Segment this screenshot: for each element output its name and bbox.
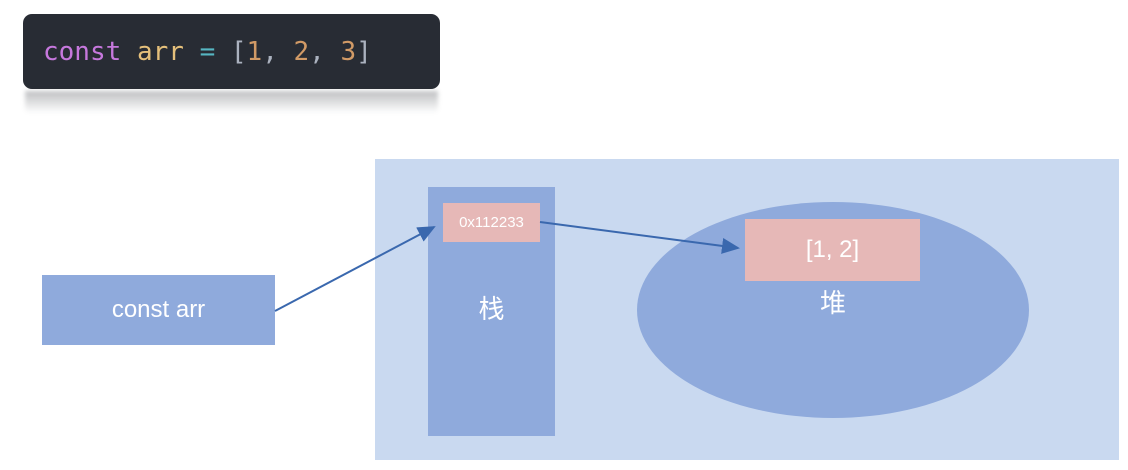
code-token-keyword: const	[43, 36, 122, 67]
heap-label: 堆	[819, 288, 846, 318]
code-snippet-box: const arr = [1, 2, 3]	[23, 14, 440, 89]
code-token-variable: arr	[136, 36, 184, 67]
code-token-operator: =	[199, 36, 216, 67]
code-token-number: 3	[340, 36, 357, 67]
code-box-reflection	[25, 91, 438, 117]
variable-box-label: const arr	[111, 296, 206, 323]
heap-value-label: [1, 2]	[805, 236, 860, 263]
stack-address-box: 0x112233	[443, 203, 540, 242]
code-line: const arr = [1, 2, 3]	[43, 39, 372, 65]
code-token-comma: ,	[309, 36, 341, 67]
code-token-space	[121, 37, 137, 67]
code-token-number: 2	[293, 36, 310, 67]
stack-label: 栈	[478, 294, 505, 324]
code-token-space	[184, 37, 200, 67]
heap-value-box: [1, 2]	[745, 219, 920, 281]
code-token-bracket: [	[230, 36, 247, 67]
code-token-bracket: ]	[356, 36, 372, 67]
variable-box: const arr	[42, 275, 275, 345]
code-token-space	[215, 37, 231, 67]
stack-address-label: 0x112233	[459, 214, 524, 231]
code-token-number: 1	[246, 36, 263, 67]
code-token-comma: ,	[262, 36, 294, 67]
